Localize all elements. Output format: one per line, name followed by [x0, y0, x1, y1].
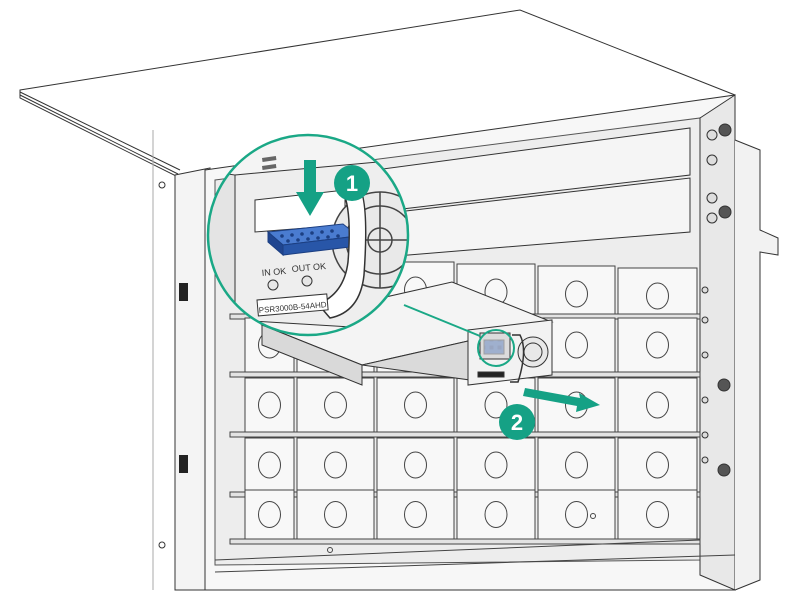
psu-slot-panel	[244, 489, 295, 540]
psu-slot-fan-vent	[258, 451, 281, 479]
psu-slot-panel	[376, 489, 455, 540]
led-in-label: IN OK	[261, 266, 286, 278]
psu-slot-panel	[537, 265, 616, 323]
psu-slot-fan-vent	[324, 451, 347, 479]
psu-slot-panel	[617, 437, 698, 493]
psu-slot-panel	[296, 437, 375, 493]
psu-slot-panel	[244, 377, 295, 433]
led-out-ok	[301, 275, 313, 287]
psu-slot-fan-vent	[565, 331, 588, 359]
side-screw-lower	[179, 455, 188, 473]
led-out-label: OUT OK	[291, 261, 326, 274]
psu-slot-panel	[537, 489, 616, 540]
press-down-arrow-icon	[296, 160, 324, 216]
psu-slot-panel	[617, 377, 698, 433]
psu-slot-panel	[456, 437, 536, 493]
psu-slot-fan-vent	[324, 501, 347, 528]
psu-slot-fan-vent	[646, 282, 669, 310]
psu-slot-panel	[296, 489, 375, 540]
side-rivet	[158, 181, 166, 189]
psu-handle	[510, 334, 525, 383]
psu-slot-panel	[376, 437, 455, 493]
psu-slot-panel	[296, 377, 375, 433]
led-in-ok	[267, 279, 279, 291]
psu-slot-fan-vent	[484, 501, 508, 528]
bottom-rail	[214, 513, 736, 573]
zoom-detail: IN OK OUT OK PSR3000B-54AHD	[206, 133, 410, 337]
psu-slot-fan-vent	[565, 501, 588, 528]
callout-connector	[403, 304, 481, 337]
psu-slot-fan-vent	[484, 451, 508, 479]
psu-slot-fan-vent	[565, 451, 588, 479]
psu-slot-fan-vent	[404, 501, 427, 528]
left-side-screws	[158, 181, 188, 549]
psu-slot-panel	[617, 317, 698, 373]
psu-slot-panel	[456, 489, 536, 540]
psu-slot-panel	[376, 377, 455, 433]
psu-slot-panel	[617, 489, 698, 540]
psu-slot-fan-vent	[646, 451, 669, 479]
psu-slot-fan-vent	[646, 501, 669, 528]
step-badge-1: 1	[334, 165, 370, 201]
step-badge-2: 2	[499, 404, 535, 440]
psu-slot-fan-vent	[565, 280, 588, 308]
right-rail-screws	[701, 123, 732, 477]
psu-slot-fan-vent	[646, 331, 669, 359]
psu-slot-fan-vent	[404, 451, 427, 479]
step-number-2: 2	[511, 410, 523, 435]
slot-divider	[229, 538, 701, 545]
psu-fan	[517, 336, 549, 368]
psu-slot-fan-vent	[258, 501, 281, 528]
psu-slot-fan-vent	[258, 391, 281, 419]
psu-slot-fan-vent	[646, 391, 669, 419]
side-screw-upper	[179, 283, 188, 301]
psu-slot-panel	[244, 437, 295, 493]
step-number-1: 1	[346, 171, 358, 196]
extracted-power-supply	[260, 281, 554, 386]
psu-slot-fan-vent	[404, 391, 427, 419]
pull-out-arrow-icon	[523, 388, 600, 412]
slot-divider	[229, 431, 701, 438]
zoom-handle	[316, 181, 367, 319]
psu-slot-fan-vent	[484, 391, 508, 419]
psu-slot-fan-vent	[324, 391, 347, 419]
latch-callout-small	[477, 329, 515, 367]
psu-slot-panel	[537, 437, 616, 493]
side-rivet	[158, 541, 166, 549]
